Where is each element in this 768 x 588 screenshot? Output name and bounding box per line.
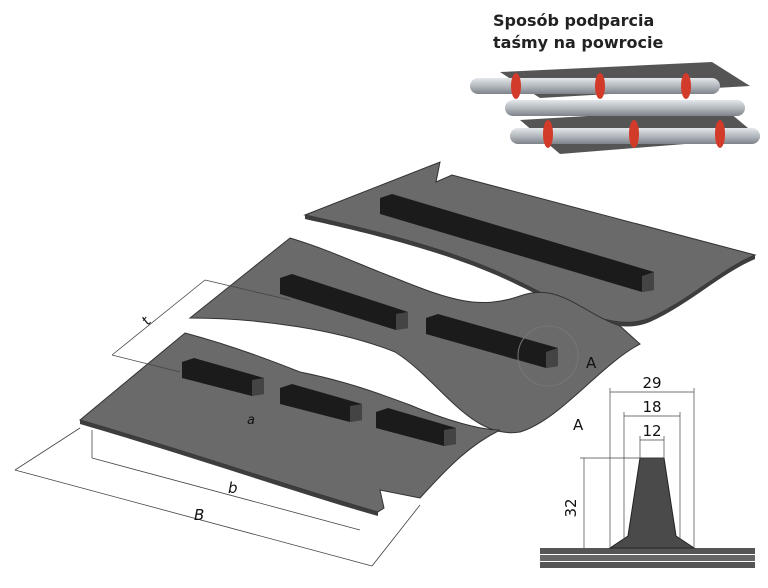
inset-roller-3 — [510, 120, 760, 148]
cleat-middle-2 — [426, 314, 558, 368]
cleat-middle-1 — [280, 274, 408, 330]
dimension-lines — [14, 279, 421, 567]
roller-support-inset — [470, 62, 760, 154]
detail-circle — [517, 325, 579, 387]
cleat-top-long — [380, 194, 654, 292]
profile-dim-lines — [580, 388, 695, 548]
detail-title-label: A — [573, 416, 584, 434]
inset-title-line2: taśmy na powrocie — [493, 33, 664, 52]
belt-section-bottom — [78, 332, 501, 516]
inset-roller-1 — [470, 73, 720, 99]
dim-label-B: B — [194, 506, 204, 524]
inset-title-line1: Sposób podparcia — [493, 11, 655, 30]
cleat-bottom-3 — [376, 408, 456, 446]
dim-label-t: t — [139, 314, 155, 329]
detail-ref-label: A — [586, 354, 597, 372]
cleat-profile-detail: 29 18 12 32 — [540, 374, 755, 568]
profile-height: 32 — [562, 498, 580, 517]
dim-label-b: b — [228, 479, 238, 497]
belt-section-top — [303, 161, 757, 327]
profile-width-mid: 18 — [642, 398, 661, 416]
inset-roller-2 — [505, 100, 745, 116]
inset-title: Sposób podparcia taśmy na powrocie — [493, 10, 733, 54]
profile-width-top: 12 — [642, 422, 661, 440]
cleat-bottom-2 — [280, 384, 362, 422]
belt-section-middle — [188, 237, 641, 434]
profile-width-base: 29 — [642, 374, 661, 392]
dim-label-a: a — [247, 413, 255, 428]
cleat-bottom-1 — [182, 358, 264, 396]
